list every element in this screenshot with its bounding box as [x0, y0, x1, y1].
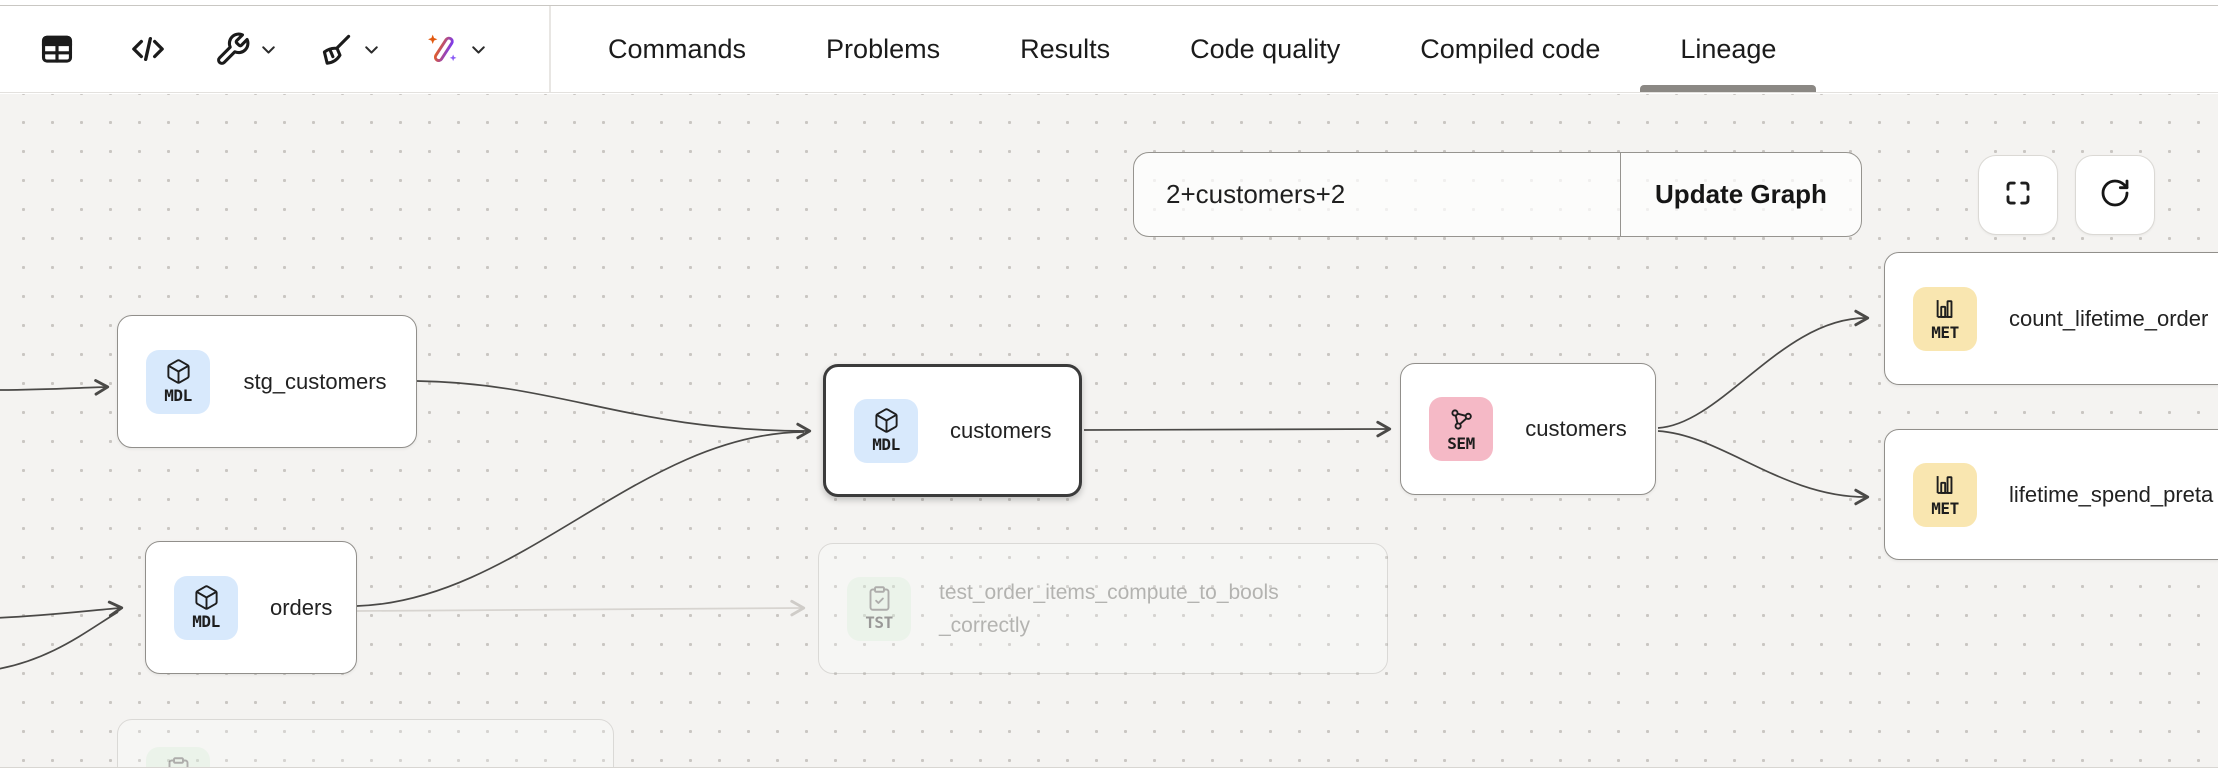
magic-wand-icon[interactable] — [426, 32, 461, 67]
ai-tools-group — [426, 32, 489, 67]
node-label: lifetime_spend_preta — [2009, 481, 2214, 507]
selector-input[interactable]: 2+customers+2 — [1134, 153, 1620, 236]
tab-lineage[interactable]: Lineage — [1640, 6, 1817, 92]
refresh-icon — [2099, 177, 2131, 214]
tab-results[interactable]: Results — [980, 6, 1150, 92]
node-label-line1: test_order_items_compute_to_bools — [939, 580, 1279, 604]
tab-label: Lineage — [1680, 33, 1777, 64]
model-badge: MDL — [854, 398, 918, 463]
selector-value: 2+customers+2 — [1166, 179, 1346, 209]
wrench-icon[interactable] — [214, 31, 251, 68]
graph-selector-box: 2+customers+2 Update Graph — [1133, 152, 1862, 237]
panel-tabs: Commands Problems Results Code quality C… — [568, 6, 1817, 92]
broom-icon[interactable] — [317, 31, 354, 68]
update-graph-button[interactable]: Update Graph — [1621, 153, 1861, 236]
cube-icon — [194, 585, 218, 610]
semantic-nodes-icon — [1450, 408, 1472, 430]
chevron-down-icon[interactable] — [468, 39, 489, 60]
semantic-badge: SEM — [1429, 397, 1493, 461]
tab-label: Problems — [826, 33, 941, 64]
tab-label: Code quality — [1190, 33, 1341, 64]
node-label: count_lifetime_order — [2009, 305, 2209, 331]
editor-toolbar — [38, 6, 489, 92]
selector-divider — [1619, 153, 1621, 236]
badge-type-label: MDL — [164, 386, 192, 405]
badge-type-label: MET — [1931, 499, 1959, 518]
toolbar-tabs-divider — [549, 6, 551, 92]
build-tools-group — [214, 31, 279, 68]
table-icon[interactable] — [38, 30, 76, 68]
chevron-down-icon[interactable] — [258, 39, 279, 60]
fullscreen-button[interactable] — [1978, 155, 2058, 235]
node-count-lifetime-orders[interactable]: MET count_lifetime_order — [1884, 252, 2218, 385]
tab-label: Results — [1020, 33, 1111, 64]
lineage-canvas[interactable]: 2+customers+2 Update Graph MDL — [0, 94, 2218, 767]
test-clipboard-icon — [869, 586, 889, 611]
metric-badge: MET — [1913, 462, 1977, 527]
test-clipboard-icon — [168, 756, 188, 767]
tab-problems[interactable]: Problems — [786, 6, 980, 92]
clean-tools-group — [317, 31, 382, 68]
node-label: stg_customers — [243, 368, 387, 394]
code-icon[interactable] — [128, 29, 168, 69]
metric-badge: MET — [1913, 286, 1977, 351]
node-lifetime-spend[interactable]: MET lifetime_spend_preta — [1884, 429, 2218, 560]
node-orders[interactable]: MDL orders — [145, 541, 357, 674]
tab-bar: Commands Problems Results Code quality C… — [0, 0, 2218, 93]
badge-type-label: MET — [1931, 323, 1959, 342]
node-label: orders — [270, 594, 333, 620]
lineage-edges — [0, 309, 1870, 670]
tab-label: Compiled code — [1420, 33, 1601, 64]
cube-icon — [166, 359, 190, 384]
node-label-line2: _correctly — [939, 613, 1031, 637]
test-badge: TST — [146, 747, 210, 767]
fullscreen-icon — [2003, 178, 2033, 213]
tab-code-quality[interactable]: Code quality — [1150, 6, 1380, 92]
badge-type-label: TST — [865, 613, 893, 632]
metric-bars-icon — [1936, 300, 1952, 318]
cube-icon — [874, 408, 898, 433]
node-label: customers — [950, 417, 1052, 443]
update-graph-label: Update Graph — [1655, 179, 1827, 209]
chevron-down-icon[interactable] — [361, 39, 382, 60]
bottom-strip — [0, 767, 2218, 780]
tab-commands[interactable]: Commands — [568, 6, 786, 92]
refresh-button[interactable] — [2075, 155, 2155, 235]
badge-type-label: MDL — [872, 435, 900, 454]
badge-type-label: MDL — [192, 612, 220, 631]
node-test-partial[interactable]: TST — [117, 719, 614, 767]
node-label: test_order_items_compute_to_bools _corre… — [939, 576, 1279, 642]
node-label: customers — [1525, 416, 1627, 441]
model-badge: MDL — [174, 575, 238, 640]
top-divider — [0, 5, 2218, 6]
node-customers-model[interactable]: MDL customers — [823, 364, 1082, 497]
metric-bars-icon — [1936, 476, 1952, 494]
tab-label: Commands — [608, 33, 747, 64]
node-stg-customers[interactable]: MDL stg_customers — [117, 315, 417, 448]
test-badge: TST — [847, 576, 911, 641]
node-test-order-items[interactable]: TST test_order_items_compute_to_bools _c… — [818, 543, 1388, 674]
badge-type-label: SEM — [1447, 433, 1475, 453]
model-badge: MDL — [146, 349, 210, 414]
tab-compiled-code[interactable]: Compiled code — [1380, 6, 1640, 92]
node-customers-semantic[interactable]: SEM customers — [1400, 363, 1656, 495]
